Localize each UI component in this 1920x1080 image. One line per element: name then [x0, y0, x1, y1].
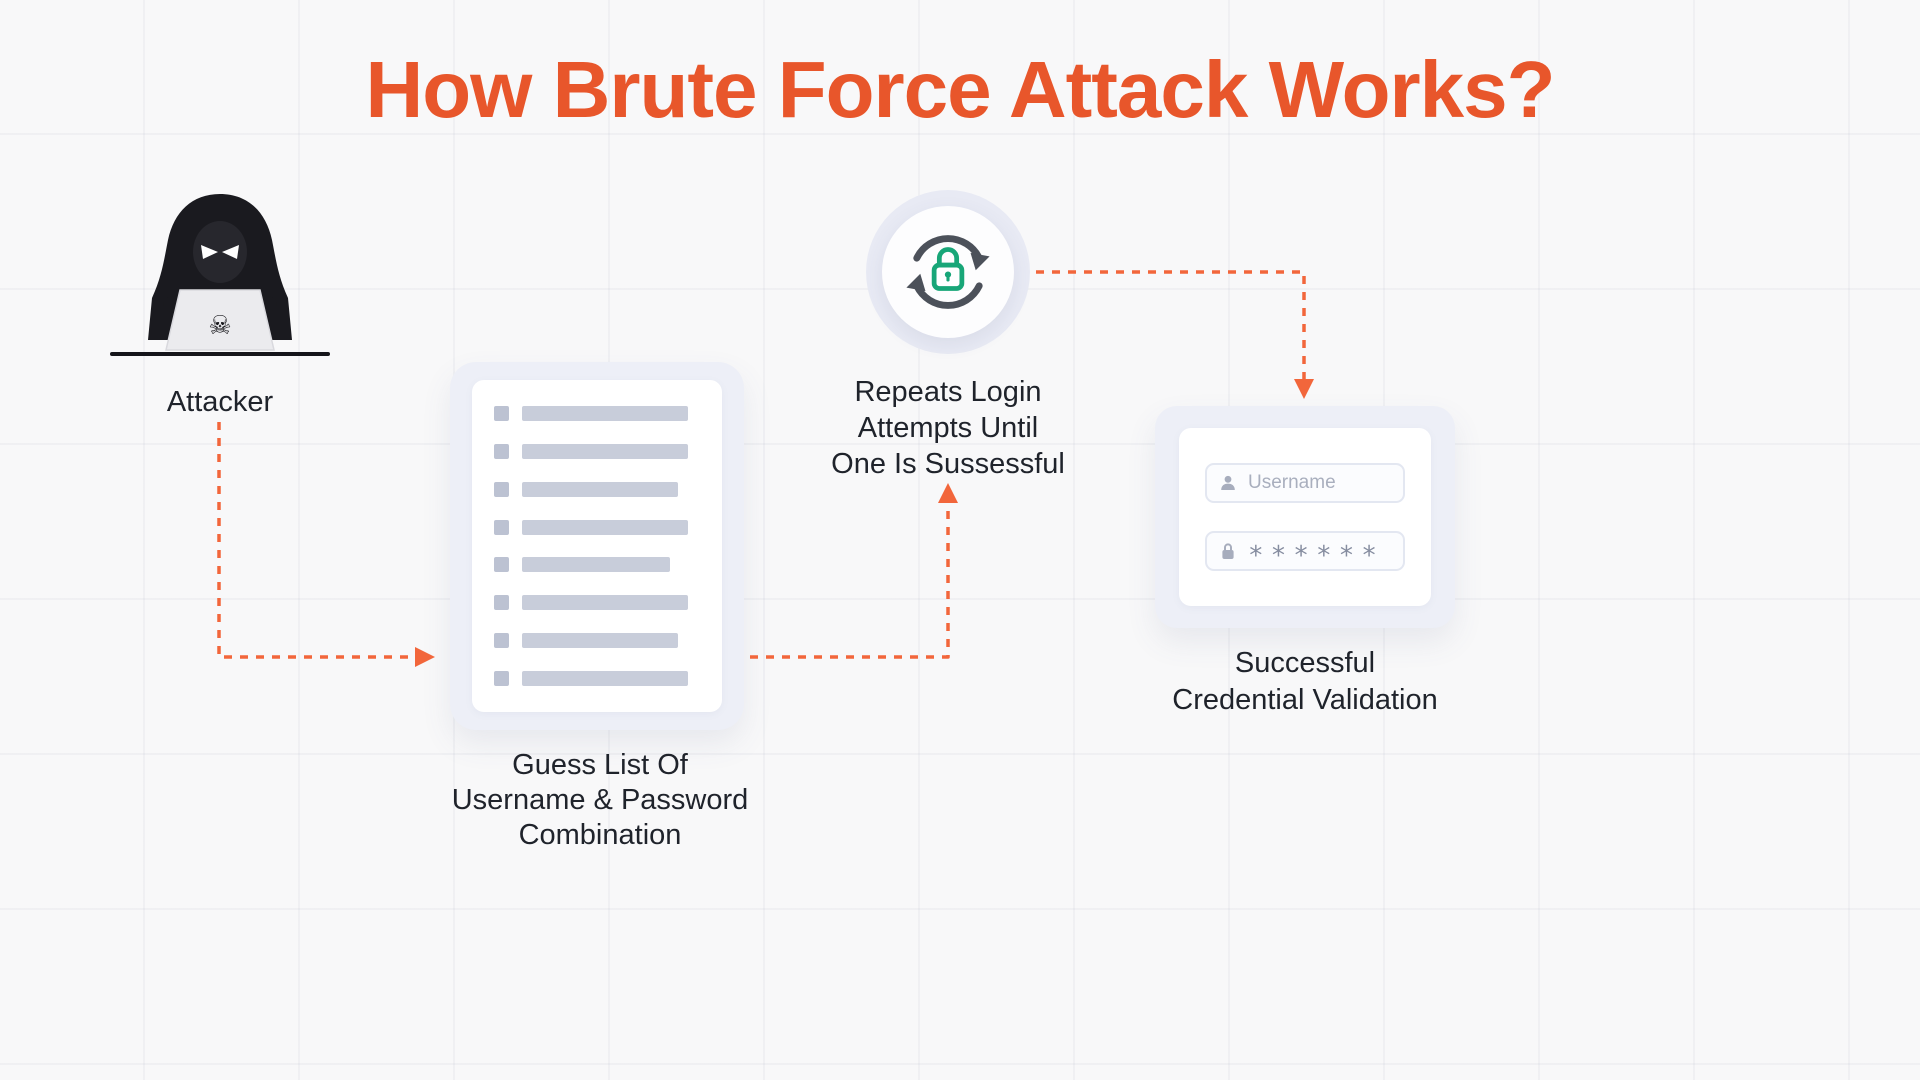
list-bullet — [494, 670, 509, 686]
list-item — [494, 443, 700, 459]
refresh-arrows-icon — [906, 235, 990, 309]
guess-list-page — [472, 380, 722, 712]
arrow-list-to-cycle — [750, 483, 958, 659]
password-lock-icon — [1222, 542, 1234, 559]
list-bar — [522, 406, 688, 421]
username-field: Username — [1205, 463, 1405, 503]
repeat-cycle-disc — [882, 206, 1014, 338]
user-icon — [1221, 475, 1235, 490]
attacker-figure: ☠ — [108, 188, 332, 371]
laptop-icon — [165, 289, 275, 351]
caption-line: Successful — [1234, 647, 1376, 679]
list-bar — [522, 519, 688, 535]
list-item — [494, 481, 700, 497]
login-caption: Successful Credential Validation — [1103, 645, 1507, 719]
lock-keyhole-stem — [946, 274, 950, 282]
guess-list-caption: Guess List Of Username & Password Combin… — [398, 748, 802, 853]
guess-list-card — [450, 362, 744, 730]
cycle-arc-bottom — [913, 282, 983, 309]
list-item — [494, 406, 700, 421]
caption-line: Combination — [518, 819, 682, 851]
attacker-label: Attacker — [166, 386, 274, 418]
list-bar — [522, 557, 670, 573]
list-bar — [522, 595, 688, 611]
list-bullet — [494, 595, 509, 611]
list-item — [494, 595, 700, 611]
cycle-arrowhead-right — [970, 252, 990, 271]
repeat-cycle-badge — [866, 190, 1030, 354]
caption-line: One Is Sussessful — [831, 448, 1065, 480]
login-form: Username ****** — [1179, 428, 1431, 606]
login-card: Username ****** — [1155, 406, 1455, 628]
list-bullet — [494, 557, 509, 573]
cycle-arc-top — [913, 235, 983, 262]
cycle-arrowhead-left — [906, 273, 926, 292]
repeat-cycle-caption: Repeats Login Attempts Until One Is Suss… — [796, 374, 1100, 482]
list-bullet — [494, 406, 509, 421]
lock-shackle — [936, 247, 960, 266]
password-field: ****** — [1205, 531, 1405, 571]
caption-line: Username & Password — [451, 784, 749, 816]
caption-line: Credential Validation — [1172, 684, 1438, 716]
list-bar — [522, 670, 688, 686]
list-bullet — [494, 519, 509, 535]
list-bar — [522, 633, 678, 649]
arrow-attacker-to-list — [217, 422, 435, 667]
list-bar — [522, 443, 688, 459]
left-eye-icon — [201, 245, 218, 259]
face-shape — [193, 221, 247, 283]
password-mask: ****** — [1248, 541, 1384, 571]
list-bullet — [494, 443, 509, 459]
list-bullet — [494, 481, 509, 497]
caption-line: Attempts Until — [857, 412, 1039, 444]
list-bar — [522, 481, 678, 497]
table-line — [110, 352, 330, 356]
page-title: How Brute Force Attack Works? — [365, 45, 1555, 134]
username-placeholder: Username — [1248, 472, 1336, 493]
list-bullet — [494, 633, 509, 649]
attacker-icon: ☠ — [110, 194, 330, 356]
caption-line: Repeats Login — [854, 376, 1042, 408]
list-item — [494, 519, 700, 535]
list-item — [494, 670, 700, 686]
list-item — [494, 633, 700, 649]
skull-icon: ☠ — [208, 310, 231, 340]
caption-line: Guess List Of — [512, 749, 688, 781]
list-item — [494, 557, 700, 573]
right-eye-icon — [222, 245, 239, 259]
